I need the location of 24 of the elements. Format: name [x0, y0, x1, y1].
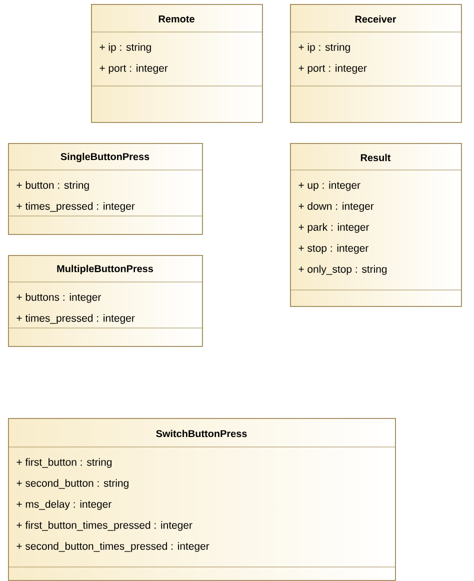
attribute-text: + stop : integer — [298, 244, 368, 254]
class-name: Remote — [158, 16, 194, 22]
attribute-text: + port : integer — [298, 64, 367, 74]
attribute-text: + up : integer — [298, 181, 360, 191]
attribute-text: + ms_delay : integer — [16, 500, 112, 510]
class-name: SwitchButtonPress — [156, 430, 247, 438]
class-name: MultipleButtonPress — [57, 264, 154, 274]
attribute-text: + button : string — [16, 181, 89, 191]
attribute-text: + ip : string — [100, 43, 151, 53]
attribute-text: + first_button_times_pressed : integer — [16, 521, 192, 531]
class-name: Receiver — [355, 15, 396, 23]
attribute-text: + first_button : string — [16, 458, 112, 468]
class-name: SingleButtonPress — [60, 152, 150, 162]
class-name: Result — [360, 154, 391, 162]
attribute-text: + down : integer — [298, 202, 374, 212]
attribute-text: + times_pressed : integer — [16, 202, 135, 212]
attribute-text: + only_stop : string — [298, 265, 387, 275]
attribute-text: + times_pressed : integer — [16, 314, 135, 324]
attribute-text: + port : integer — [100, 64, 168, 74]
attribute-text: + second_button : string — [16, 479, 128, 489]
attribute-text: + park : integer — [298, 223, 370, 233]
attribute-text: + second_button_times_pressed : integer — [16, 542, 210, 552]
attribute-text: + buttons : integer — [16, 293, 102, 303]
attribute-text: + ip : string — [298, 43, 350, 53]
